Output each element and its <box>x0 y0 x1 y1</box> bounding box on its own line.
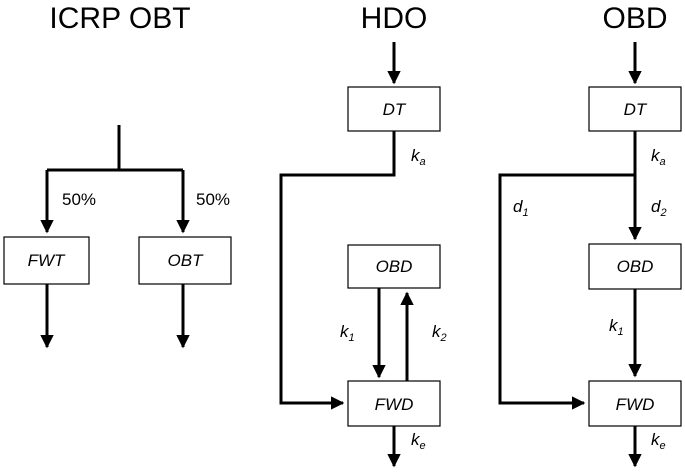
hdo-obd-box <box>347 244 441 289</box>
obd-obd-label: OBD <box>617 257 654 276</box>
obd-dt-label: DT <box>624 100 648 119</box>
obd-rate-d1: d1 <box>513 197 529 219</box>
obd-obd-box <box>588 243 682 290</box>
icrp-fwt-label: FWT <box>28 251 66 270</box>
icrp-fwt-box <box>3 236 90 285</box>
obd-fwd-label: FWD <box>616 395 655 414</box>
obd-fwd-box <box>588 380 682 427</box>
obd-dt-to-fwd-path <box>498 173 635 410</box>
panel-title-icrp: ICRP OBT <box>49 2 190 35</box>
hdo-dt-to-fwd-path <box>279 131 396 410</box>
hdo-dt-box <box>347 86 441 132</box>
panel-title-hdo: HDO <box>361 2 428 35</box>
panel-hdo: HDO DT ka OBD k1 k2 FWD ke <box>279 2 447 468</box>
hdo-rate-ka: ka <box>411 146 426 168</box>
icrp-split-left-label: 50% <box>62 190 96 209</box>
hdo-rate-ke: ke <box>411 430 426 452</box>
obd-rate-ka: ka <box>651 146 666 168</box>
icrp-obt-label: OBT <box>168 251 205 270</box>
panel-obd: OBD DT ka d1 d2 OBD k1 FWD ke <box>498 2 682 468</box>
hdo-fwd-label: FWD <box>375 395 414 414</box>
obd-rate-ke: ke <box>651 430 666 452</box>
hdo-dt-label: DT <box>383 100 407 119</box>
hdo-rate-k2: k2 <box>432 322 447 344</box>
hdo-rate-k1: k1 <box>340 322 355 344</box>
hdo-fwd-box <box>347 380 441 427</box>
icrp-obt-box <box>138 236 232 285</box>
obd-rate-k1: k1 <box>609 316 624 338</box>
obd-rate-d2: d2 <box>651 197 667 219</box>
panel-icrp-obt: ICRP OBT 50% 50% FWT OBT <box>3 2 232 349</box>
panel-title-obd: OBD <box>602 2 667 35</box>
hdo-obd-label: OBD <box>376 257 413 276</box>
icrp-split-right-label: 50% <box>196 190 230 209</box>
